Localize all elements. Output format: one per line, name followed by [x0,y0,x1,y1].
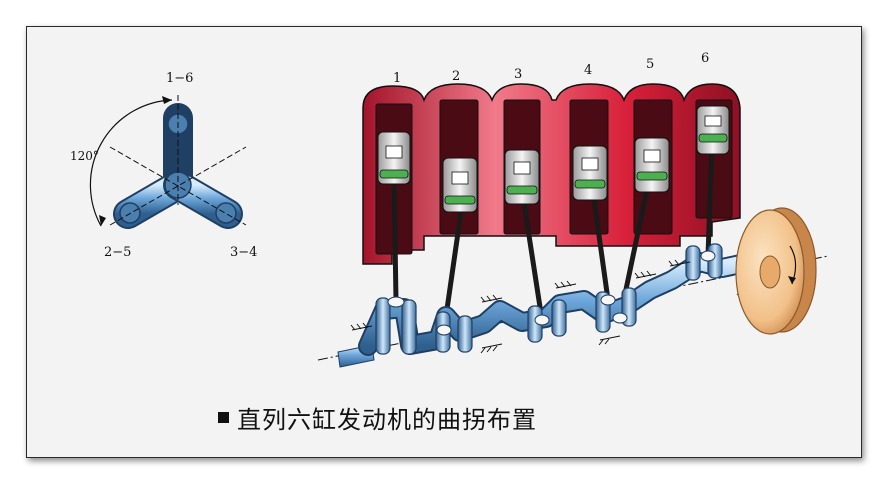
angle-label: 120° [70,149,99,163]
cylinder-numbers: 1 2 3 4 5 6 [393,51,709,86]
caption-text: 直列六缸发动机的曲拐布置 [237,406,537,434]
cylinder-number-2: 2 [452,69,460,84]
piston-5 [634,137,670,193]
crankshaft [317,243,829,368]
piston-2 [442,157,478,213]
cylinder-number-1: 1 [393,71,401,86]
cylinder-number-6: 6 [701,51,709,66]
rotation-arrow-icon [788,276,796,284]
pistons [377,105,730,213]
throw-label-1-6: 1−6 [166,71,193,86]
cylinder-number-5: 5 [646,57,654,72]
crank-throw-diagram: 1−6 120° 2−5 3−4 [70,71,257,260]
piston-1 [377,131,411,185]
arc-arrowhead-top-icon [162,96,172,104]
piston-6 [696,105,730,155]
figure-caption: 直列六缸发动机的曲拐布置 [218,400,537,435]
connecting-rods [391,139,715,333]
bullet-square-icon [218,412,229,423]
throw-label-2-5: 2−5 [104,245,131,260]
arc-arrowhead-bottom-icon [99,215,106,226]
piston-4 [572,145,608,201]
cylinder-number-4: 4 [584,63,592,78]
cylinder-number-3: 3 [514,67,522,82]
throw-label-3-4: 3−4 [230,245,257,260]
piston-3 [504,149,540,205]
flywheel [735,207,817,335]
cylinder-block [362,83,741,265]
